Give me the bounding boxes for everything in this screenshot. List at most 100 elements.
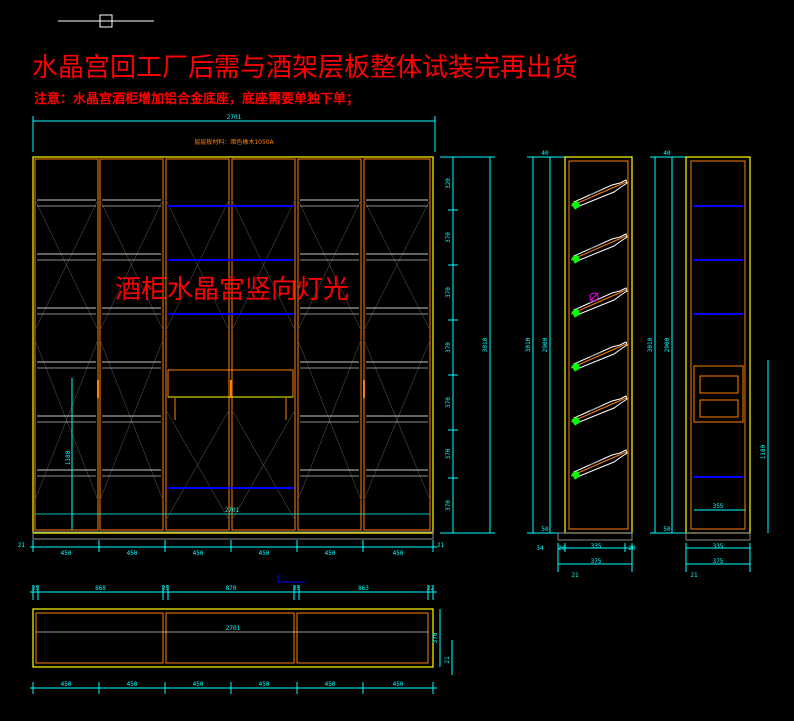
side-a-total-depth: 375 — [591, 558, 602, 565]
side-b-drawers — [693, 365, 744, 423]
plan-bays — [35, 612, 429, 664]
plan-top-dim-label: 25 — [162, 585, 170, 592]
front-height-label: 3010 — [482, 337, 489, 352]
side-section-shelving: 3010 2900 40 50 1180 355 335 375 21 — [647, 150, 769, 579]
cabinet-outline — [32, 156, 434, 534]
right-dim-chain — [440, 156, 495, 534]
right-base-label: 21 — [437, 542, 445, 549]
left-base-label: 21 — [18, 542, 26, 549]
side-a-rail: 21 — [571, 572, 579, 579]
door-4 — [231, 158, 296, 531]
cabinet-plinth — [32, 531, 434, 540]
plan-bottom-dims — [30, 682, 437, 694]
side-a-top-dim: 40 — [541, 150, 549, 157]
side-b-dims — [650, 156, 769, 572]
plan-depth-label: 370 — [432, 632, 439, 643]
glass-shelves — [37, 199, 428, 477]
plan-rail-label: 21 — [444, 656, 451, 664]
right-spacing-label: 320 — [445, 178, 452, 189]
lower-dim-label: 1180 — [65, 450, 72, 465]
right-spacing-label: 370 — [445, 500, 452, 511]
side-a-right-foot: 20 — [628, 545, 636, 552]
side-b-drawer-height: 1180 — [760, 444, 767, 459]
plan-outline — [32, 608, 434, 668]
plan-bottom-dim-label: 450 — [325, 681, 336, 688]
plan-top-dim-label: 870 — [226, 585, 237, 592]
door-3 — [165, 158, 230, 531]
door-width-label: 450 — [393, 550, 404, 557]
side-a-inner — [568, 160, 629, 530]
plan-bottom-dim-label: 450 — [193, 681, 204, 688]
door-width-label: 450 — [325, 550, 336, 557]
side-a-base-offset: 34 — [536, 545, 544, 552]
door-width-label: 450 — [193, 550, 204, 557]
door-width-label: 450 — [127, 550, 138, 557]
door-panels — [34, 158, 431, 531]
plan-top-dim-label: 25 — [32, 585, 40, 592]
plan-top-dims — [30, 585, 437, 600]
shelf-material-note: 层层板材料：暗色橡木1050A — [194, 138, 274, 146]
side-b-inner — [690, 160, 746, 530]
bottom-dim-chain — [30, 540, 437, 552]
door-1 — [34, 158, 99, 531]
side-a-plinth — [557, 532, 633, 541]
right-spacing-label: 370 — [445, 287, 452, 298]
side-b-inner-depth: 335 — [713, 543, 724, 550]
right-spacing-label: 370 — [445, 448, 452, 459]
front-elevation: 2701 层层板材料：暗色橡木1050A — [18, 114, 495, 557]
wine-bottle-icon — [570, 341, 628, 372]
front-overall-width-dim — [32, 116, 436, 152]
lighting-label: 酒柜水晶宫竖向灯光 — [115, 275, 349, 305]
plan-overall-label: 2701 — [226, 625, 241, 632]
plan-bottom-dim-label: 450 — [393, 681, 404, 688]
side-b-height-outer: 3010 — [647, 337, 654, 352]
door-2 — [99, 158, 164, 531]
section-mark-icon — [277, 574, 305, 583]
cursor-crosshair-icon — [58, 14, 154, 28]
side-b-inner-width: 355 — [713, 503, 724, 510]
door-6 — [363, 158, 431, 531]
side-a-bottom-dim: 50 — [541, 526, 549, 533]
inner-width-label: 2701 — [225, 507, 240, 514]
door-width-label: 450 — [61, 550, 72, 557]
right-spacing-label: 370 — [445, 397, 452, 408]
magenta-marker-icon — [589, 292, 599, 302]
side-b-total-depth: 375 — [713, 558, 724, 565]
side-b-bottom-dim: 50 — [663, 526, 671, 533]
plan-bottom-dim-label: 450 — [259, 681, 270, 688]
side-a-left-foot: 20 — [558, 545, 566, 552]
door-handles — [97, 380, 365, 398]
wine-bottle-icon — [570, 179, 628, 210]
wine-bottle-icon — [570, 449, 628, 480]
plan-top-dim-label: 22 — [427, 585, 435, 592]
side-a-height-outer: 3010 — [525, 337, 532, 352]
plan-top-dim-label: 25 — [293, 585, 301, 592]
drawing-title: 水晶宫回工厂后需与酒架层板整体试装完再出货 — [32, 53, 578, 83]
plan-top-dim-label: 863 — [358, 585, 369, 592]
side-b-plinth — [685, 532, 751, 541]
plan-top-dim-label: 868 — [95, 585, 106, 592]
plan-bottom-dim-label: 450 — [127, 681, 138, 688]
side-b-top-dim: 40 — [663, 150, 671, 157]
side-b-height-inner: 2900 — [664, 337, 671, 352]
right-spacing-label: 370 — [445, 342, 452, 353]
plan-bottom-dim-label: 450 — [61, 681, 72, 688]
side-b-led-shelves — [693, 205, 743, 478]
side-b-rail: 21 — [690, 572, 698, 579]
wine-bottle-icon — [570, 233, 628, 264]
side-a-height-inner: 2900 — [542, 337, 549, 352]
led-shelves — [168, 205, 293, 489]
right-spacing-label: 370 — [445, 232, 452, 243]
wine-bottle-icon — [570, 395, 628, 426]
plan-view: 25 868 25 870 25 863 22 2701 370 21 450 450 450 4… — [30, 574, 453, 694]
front-overall-width-label: 2701 — [227, 114, 242, 121]
wine-bottle-rack — [570, 179, 628, 480]
assembly-note: 注意：水晶宫酒柜增加铝合金底座，底座需要单独下单； — [34, 91, 359, 107]
side-section-wine-rack: 3010 2900 40 50 34 20 335 20 375 21 — [525, 150, 636, 579]
wine-bottle-icon — [570, 287, 628, 318]
side-a-inner-depth: 335 — [591, 543, 602, 550]
door-5 — [297, 158, 362, 531]
side-a-dims — [527, 156, 633, 572]
plan-side-dims — [439, 609, 453, 675]
